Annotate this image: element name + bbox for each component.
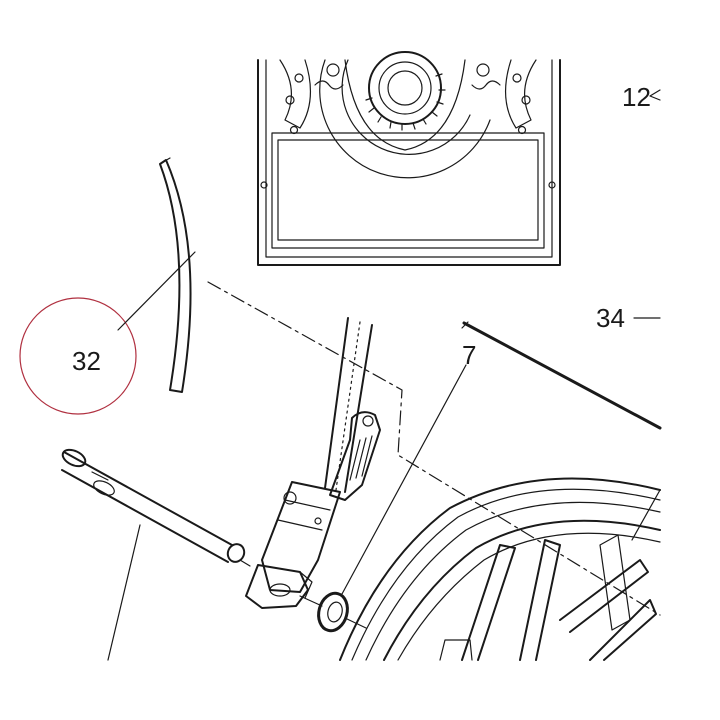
callout-label-32: 32 bbox=[72, 346, 101, 376]
housing-cover-panel bbox=[257, 59, 561, 266]
callout-32: 32 bbox=[19, 251, 196, 415]
gear-icon bbox=[344, 51, 466, 151]
highlight-circle bbox=[19, 297, 137, 415]
assembly-centerline bbox=[207, 281, 661, 616]
seal-strip-part-32 bbox=[159, 157, 192, 393]
thru-axle bbox=[61, 448, 251, 661]
callout-124: 12 bbox=[622, 82, 661, 112]
callout-label-7: 7 bbox=[462, 340, 476, 370]
washer-part-7: 7 bbox=[299, 340, 476, 633]
callout-label-34: 34 bbox=[596, 303, 625, 333]
tube-part-34: 34 bbox=[461, 303, 662, 541]
callout-label-124: 12 bbox=[622, 82, 651, 112]
fork-assembly bbox=[245, 317, 381, 609]
wheel-rim bbox=[339, 477, 661, 661]
